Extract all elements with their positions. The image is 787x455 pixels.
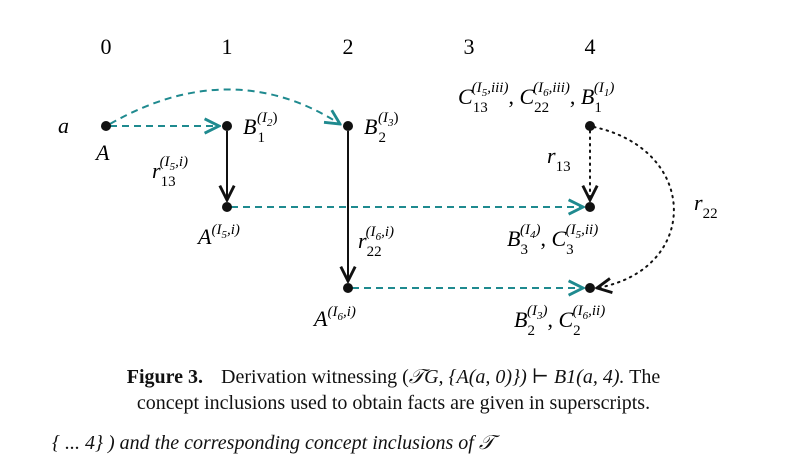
caption-prefix: Derivation witnessing ( — [221, 366, 409, 388]
label-A: A — [94, 140, 110, 165]
caption-suffix: The — [624, 366, 661, 388]
edge-top4-to-bot4-arc — [593, 126, 675, 288]
column-label-1: 1 — [222, 34, 233, 59]
cut-off-text: { ... 4} ) and the corresponding concept… — [52, 432, 495, 454]
column-label-3: 3 — [464, 34, 475, 59]
caption-line-2: concept inclusions used to obtain facts … — [136, 392, 651, 414]
column-label-0: 0 — [101, 34, 112, 59]
caption-figure-label: Figure 3. — [126, 366, 204, 388]
solid-edges — [227, 131, 348, 281]
label-mid4: B3(I4), C3(I5,ii) — [507, 222, 598, 258]
label-a: a — [58, 113, 69, 138]
node-mid4 — [585, 202, 595, 212]
derivation-diagram: 0 1 2 3 4 a A B1(I2) — [58, 34, 718, 339]
column-label-2: 2 — [343, 34, 354, 59]
label-top4: C13(I5,iii), C22(I6,iii), B1(I1) — [458, 80, 614, 116]
caption-line-1: Figure 3. Derivation witnessing (𝒯G, {A(a… — [0, 364, 787, 390]
edge-a-to-b2-arc — [109, 88, 340, 125]
node-top4 — [585, 121, 595, 131]
edge-label-r22: r22 — [694, 190, 718, 222]
node-a — [101, 121, 111, 131]
figure-caption: Figure 3. Derivation witnessing (𝒯G, {A(a… — [0, 364, 787, 416]
node-a5 — [222, 202, 232, 212]
node-b2 — [343, 121, 353, 131]
dotted-edges — [590, 126, 675, 288]
label-a6: A(I6,i) — [312, 304, 356, 331]
column-label-4: 4 — [585, 34, 596, 59]
label-b2: B2(I3) — [364, 110, 398, 146]
label-b1: B1(I2) — [243, 110, 277, 146]
edge-label-r13: r13 — [547, 143, 571, 175]
node-b1 — [222, 121, 232, 131]
caption-math: 𝒯G, {A(a, 0)}) ⊢ B1(a, 4). — [408, 366, 625, 388]
edge-label-r22-i6: r22(I6,i) — [358, 224, 394, 260]
label-a5: A(I5,i) — [196, 222, 240, 249]
label-bot4: B2(I3), C2(I6,ii) — [514, 303, 605, 339]
node-bot4 — [585, 283, 595, 293]
node-a6 — [343, 283, 353, 293]
dashed-edges — [109, 88, 583, 289]
node-dots — [101, 121, 595, 293]
edge-label-r13-i5: r13(I5,i) — [152, 154, 188, 190]
